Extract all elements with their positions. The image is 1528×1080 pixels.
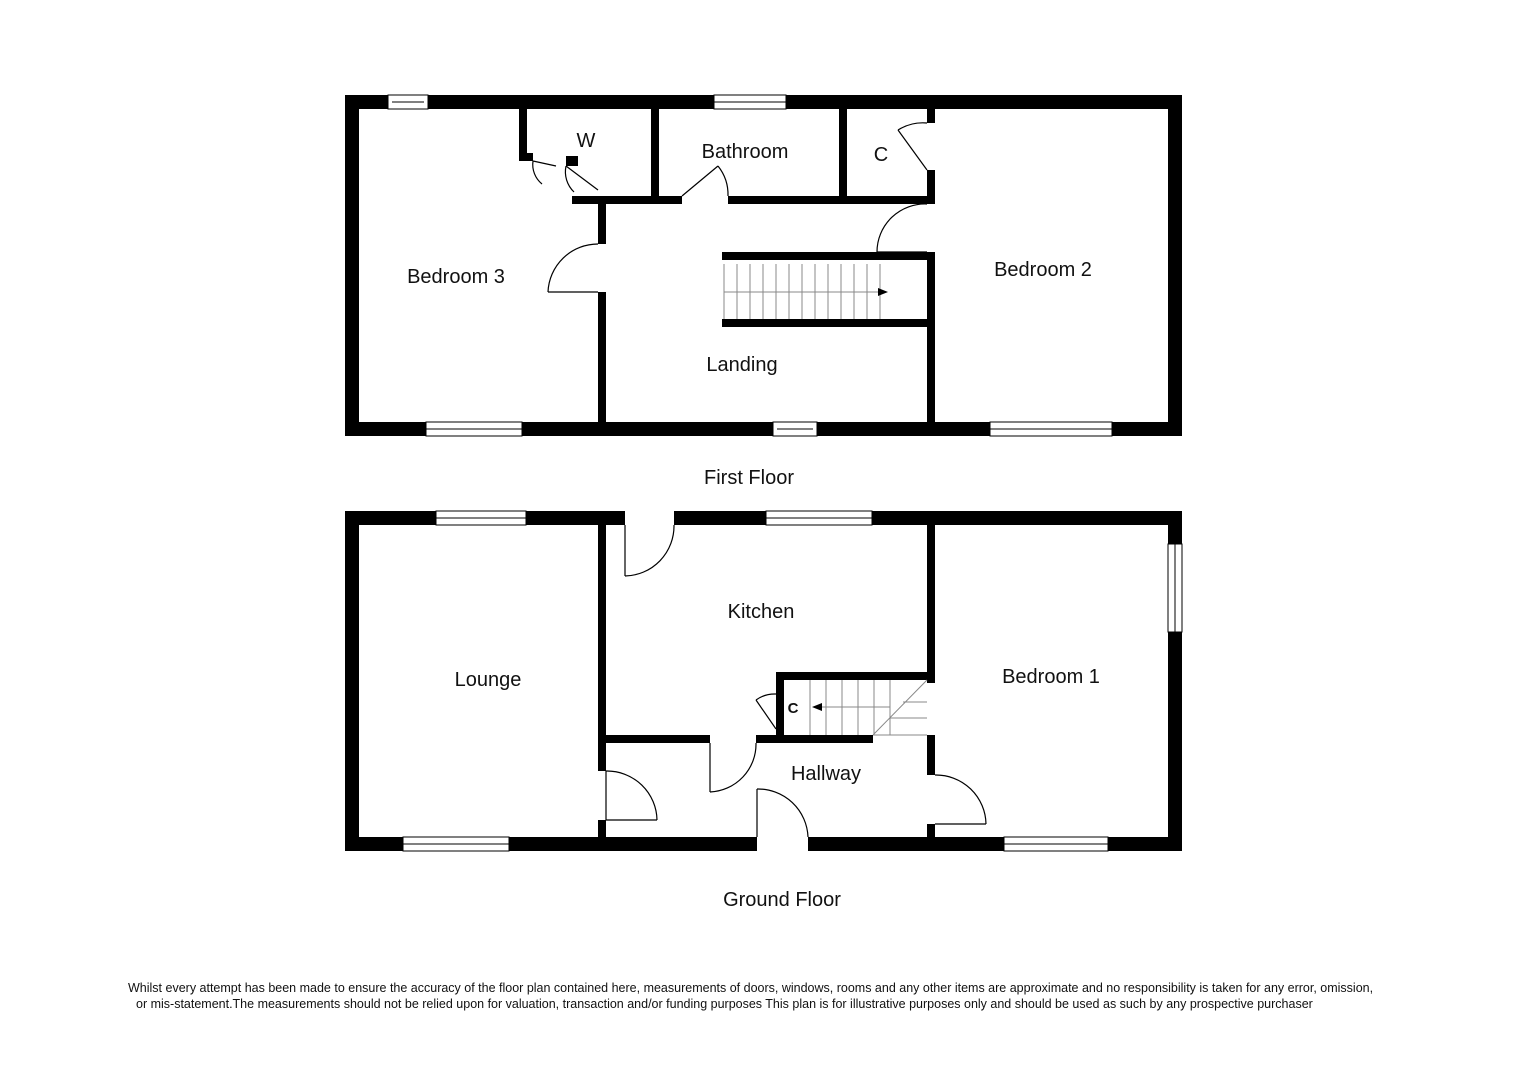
wall-cupboard-right-b <box>927 170 935 204</box>
room-label-bedroom1: Bedroom 1 <box>1002 666 1100 688</box>
first-floor-plan: Bedroom 3 W Bathroom C Bedroom 2 Landing <box>345 94 1182 437</box>
door-bathroom <box>681 165 719 197</box>
room-label-bedroom2: Bedroom 2 <box>994 259 1092 281</box>
room-label-bathroom: Bathroom <box>702 141 789 163</box>
door-bedroom3-swing <box>547 243 599 293</box>
disclaimer-line-1: Whilst every attempt has been made to en… <box>128 981 1374 995</box>
door-cupboard-ground <box>755 699 777 730</box>
wall-hall-bedroom1-b <box>927 824 935 837</box>
ground-floor-stairs <box>809 679 928 736</box>
wall-landing-top-c <box>728 196 934 204</box>
first-floor-internal-walls <box>519 109 935 422</box>
wall-hall-bedroom1-a <box>927 735 935 775</box>
wall-cupboard-right-a <box>927 109 935 123</box>
disclaimer-line-2: or mis-statement.The measurements should… <box>136 997 1313 1011</box>
door-wardrobe-left <box>532 160 557 167</box>
wall-lounge-hall-lower <box>598 820 606 837</box>
wall-bedroom3-landing-b <box>598 292 606 422</box>
wall-left <box>345 511 359 851</box>
wall-bedroom3-landing-a <box>598 204 606 244</box>
first-floor-doors <box>532 122 928 293</box>
wall-top-right <box>674 511 1182 525</box>
door-bedroom1-swing <box>934 774 987 825</box>
door-lounge-swing <box>605 770 658 821</box>
ground-floor-internal-walls <box>598 525 935 837</box>
wall-wardrobe-post <box>566 156 578 166</box>
door-front-swing <box>756 788 809 838</box>
wall-kitchen-bedroom1 <box>927 525 935 683</box>
room-label-hallway: Hallway <box>791 763 861 785</box>
window-glazing-lines <box>392 101 1112 430</box>
wall-stairs-bottom <box>722 319 935 327</box>
room-label-bedroom3: Bedroom 3 <box>407 266 505 288</box>
wall-stairs-top <box>722 252 935 260</box>
wall-kitchen-hall-left <box>606 735 710 743</box>
door-cupboard-ground-swing <box>755 693 777 701</box>
door-kitchen-swing <box>709 742 757 793</box>
wall-stairs-top <box>776 672 935 680</box>
door-cupboard-swing <box>897 122 928 131</box>
room-label-kitchen: Kitchen <box>728 601 795 623</box>
wall-wardrobe-ledge <box>519 153 533 161</box>
floor-title-ground: Ground Floor <box>723 889 841 911</box>
wall-bottom <box>345 422 1182 436</box>
room-label-lounge: Lounge <box>455 669 522 691</box>
door-bedroom2-swing <box>876 203 928 253</box>
wall-wardrobe-left <box>519 109 527 161</box>
wall-stairs-left <box>776 672 784 735</box>
wall-kitchen-hall-right <box>756 735 873 743</box>
wall-wardrobe-bathroom <box>651 109 659 204</box>
wall-left <box>345 95 359 436</box>
wall-landing-top-b <box>598 196 682 204</box>
first-floor-outer-walls <box>345 95 1182 436</box>
room-label-wardrobe: W <box>577 130 596 152</box>
room-label-cupboard-first: C <box>874 144 888 166</box>
floor-title-first: First Floor <box>704 467 794 489</box>
door-bathroom-swing <box>717 165 729 197</box>
wall-bottom-right <box>808 837 1182 851</box>
ground-floor-plan: Lounge Kitchen C Hallway Bedroom 1 <box>345 510 1183 852</box>
ground-floor-doors <box>605 524 987 838</box>
ground-stairs-arrow-icon <box>812 703 822 711</box>
room-label-cupboard-ground: C <box>788 700 799 717</box>
disclaimer: Whilst every attempt has been made to en… <box>128 980 1418 1012</box>
first-floor-stairs <box>723 264 881 319</box>
stairs-arrow-icon <box>878 288 888 296</box>
door-kitchen-back-swing <box>624 524 675 577</box>
wall-bathroom-cupboard <box>839 109 847 204</box>
ground-window-glazing-lines <box>403 517 1176 845</box>
wall-landing-top-a <box>572 196 608 204</box>
room-label-landing: Landing <box>706 354 777 376</box>
wall-right <box>1168 95 1182 436</box>
door-cupboard <box>897 129 928 171</box>
door-wardrobe-left-swing <box>532 160 543 185</box>
wall-landing-bedroom2 <box>927 252 935 422</box>
wall-lounge-kitchen <box>598 525 606 771</box>
